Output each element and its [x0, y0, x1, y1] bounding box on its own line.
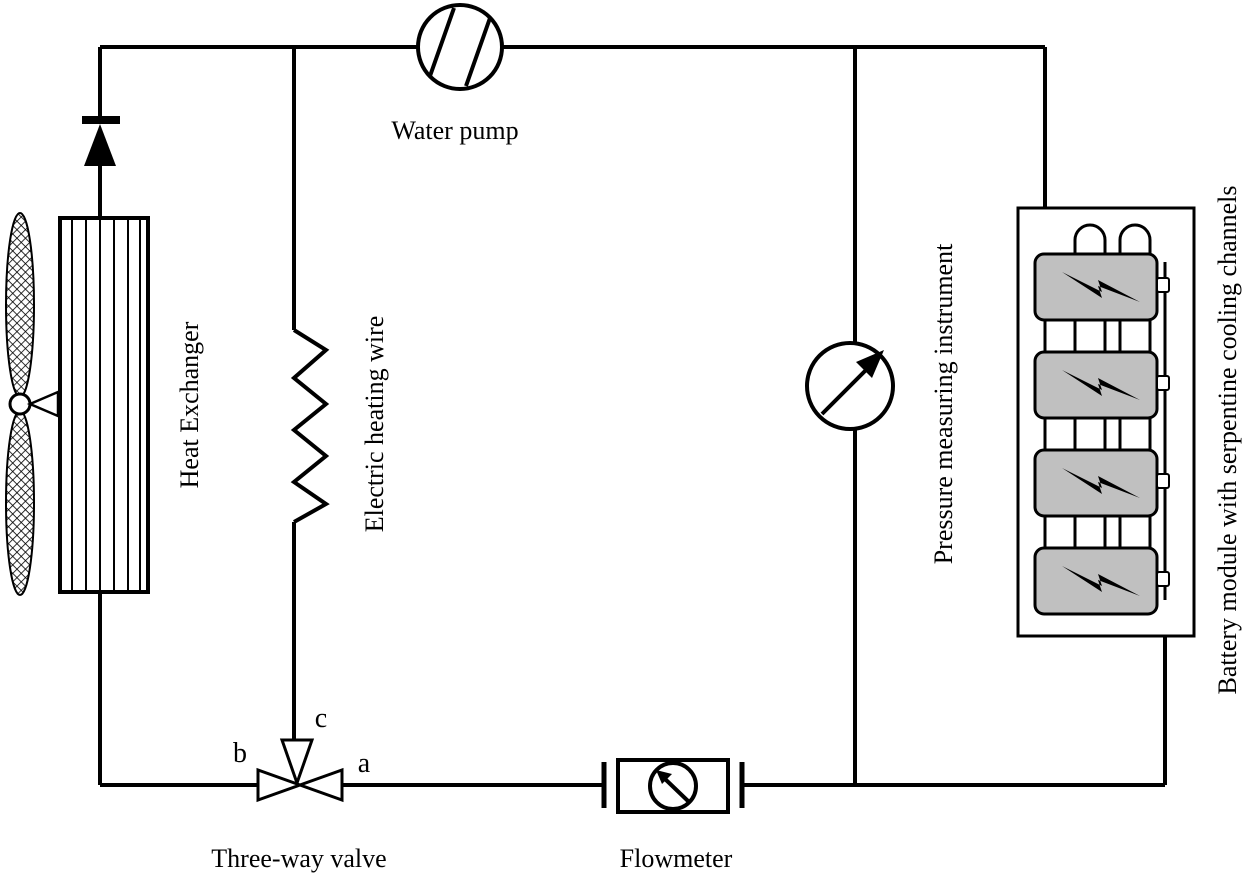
three-way-valve-label: Three-way valve [211, 844, 386, 873]
pipe-network [98, 45, 1167, 787]
serpentine-loop [1073, 223, 1107, 262]
electric-heating-wire-label: Electric heating wire [360, 316, 389, 533]
pressure-instrument-label: Pressure measuring instrument [929, 243, 958, 564]
battery-cell-icon [1033, 350, 1170, 420]
battery-module [1016, 206, 1196, 638]
check-valve-icon [82, 116, 120, 166]
port-c-label: c [315, 703, 327, 734]
fan-icon [5, 212, 60, 596]
port-b-label: b [233, 738, 247, 769]
serpentine-loop [1118, 223, 1152, 262]
water-pump-label: Water pump [391, 116, 518, 145]
heat-exchanger-icon [58, 216, 150, 594]
battery-cell-icon [1033, 448, 1170, 518]
battery-module-label: Battery module with serpentine cooling c… [1213, 185, 1242, 694]
battery-cell-icon [1033, 546, 1170, 616]
heating-wire-icon [290, 328, 330, 524]
flowmeter-label: Flowmeter [620, 844, 733, 873]
battery-cell-icon [1033, 252, 1170, 322]
pressure-gauge-icon [805, 341, 895, 431]
flowmeter-icon [601, 758, 745, 814]
water-pump-icon [416, 3, 504, 91]
three-way-valve-icon [256, 738, 344, 803]
heat-exchanger-label: Heat Exchanger [175, 321, 204, 488]
port-a-label: a [358, 748, 371, 779]
